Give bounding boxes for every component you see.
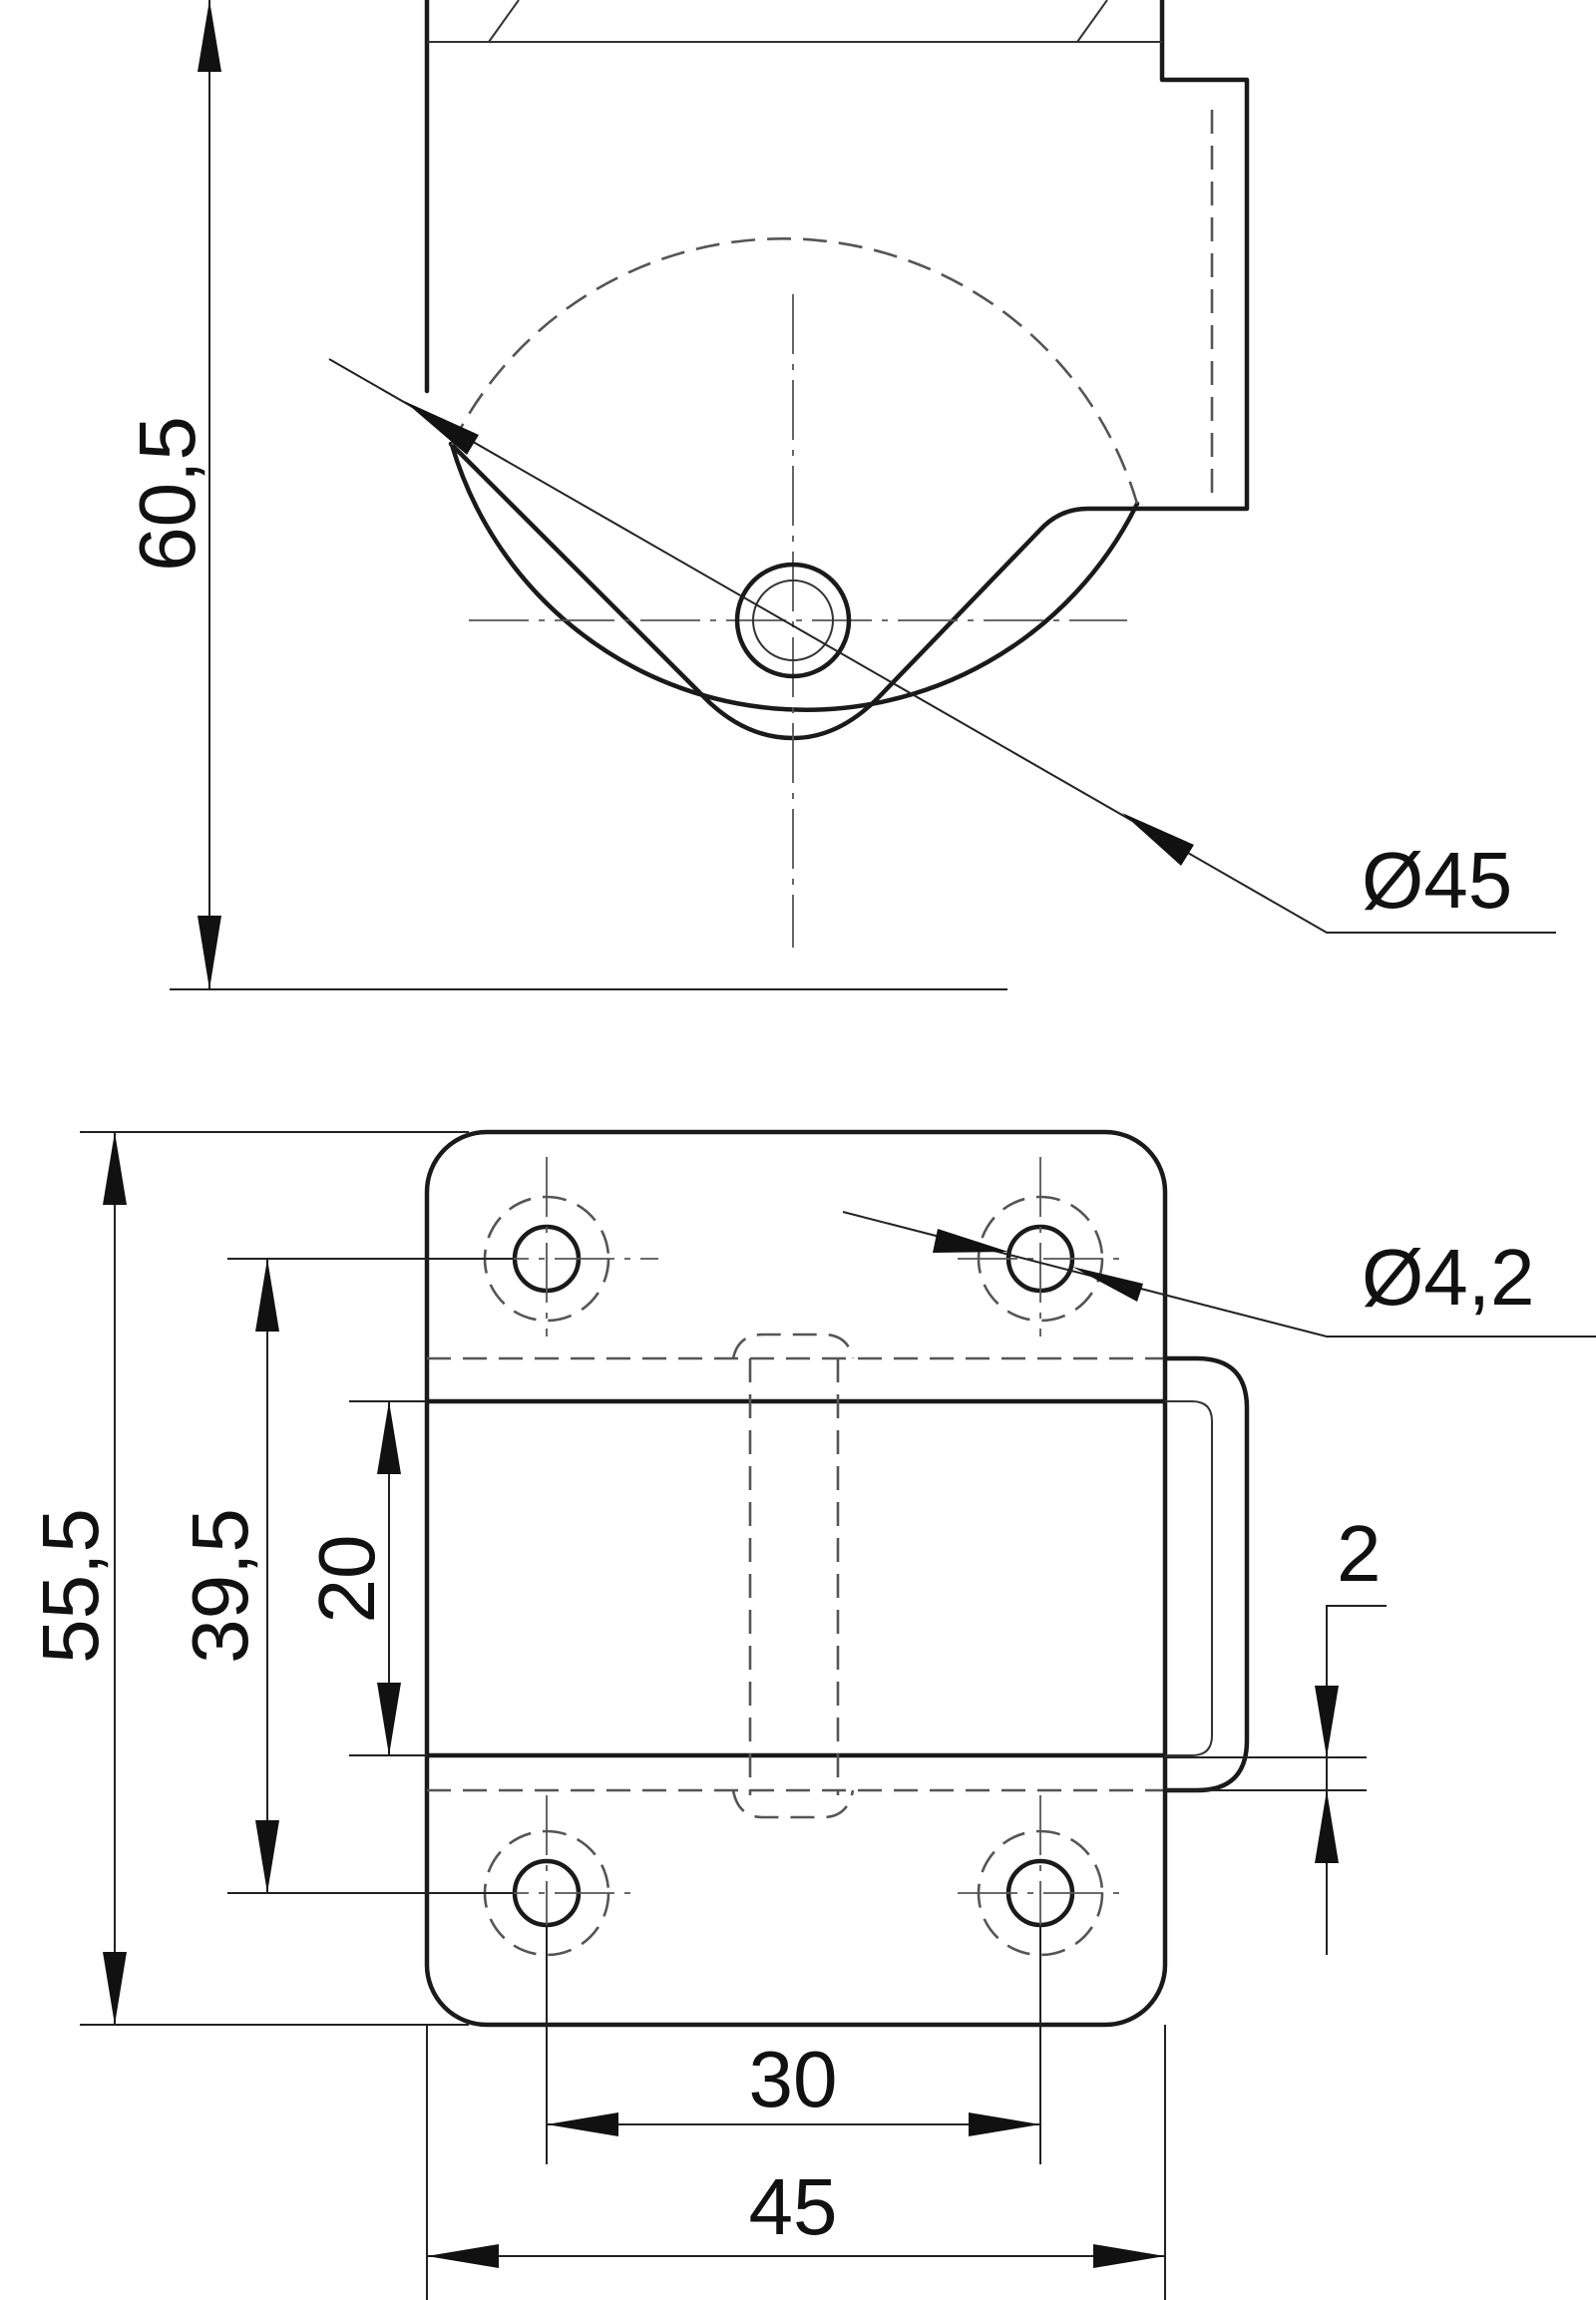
height-arrow-bottom [198, 916, 221, 989]
bracket-loop-inner [1165, 1400, 1213, 1756]
bracket-loop [1162, 1355, 1250, 1793]
diameter-arrow-lower [1122, 813, 1194, 866]
axle-outer [734, 562, 852, 679]
diameter-arrow-upper [404, 401, 479, 455]
hole-arrow-left [933, 1229, 1008, 1253]
hole-spacing-depth-label: 39,5 [176, 1508, 264, 1664]
bracket-outline [424, 0, 1250, 741]
wheel-width-label: 20 [302, 1535, 391, 1624]
hole-diameter-label: Ø4,2 [1362, 1233, 1534, 1322]
side-view: Ø45 60,5 [123, 0, 1556, 990]
thickness-leader [1326, 1605, 1387, 1955]
wheel-width-arrow-top [377, 1401, 401, 1474]
height-label: 60,5 [123, 416, 211, 572]
plate-thickness-label: 2 [1337, 1509, 1382, 1598]
spacing-arrow-top [255, 1259, 279, 1332]
spacing-width-arrow-right [969, 2112, 1040, 2136]
wheel-outline [449, 442, 1140, 712]
spacing-arrow-bottom [255, 1820, 279, 1893]
wheel-rect [424, 1398, 1168, 1758]
overall-width-arrow-left [427, 2244, 499, 2268]
hole-spacing-width-label: 30 [749, 2035, 838, 2123]
wheel-hidden-arc [450, 237, 1139, 505]
hole-diameter-leader [842, 1211, 1596, 1338]
top-view: Ø4,2 55,5 39,5 20 2 30 [26, 1129, 1596, 2300]
mounting-hole-bottom-left [469, 1795, 638, 1965]
wheel-diameter-label: Ø45 [1362, 836, 1512, 925]
hole-arrow-right [1072, 1267, 1143, 1302]
overall-width-label: 45 [749, 2162, 838, 2251]
thickness-arrow-bottom [1315, 1790, 1339, 1863]
mounting-hole-top-right [958, 1157, 1122, 1337]
spacing-width-arrow-left [547, 2112, 618, 2136]
overall-width-arrow-right [1093, 2244, 1165, 2268]
mounting-hole-top-left [469, 1157, 658, 1337]
height-arrow-top [198, 0, 221, 72]
hidden-slot [731, 1333, 855, 1819]
base-plate [424, 1129, 1168, 2028]
depth-arrow-top [103, 1132, 127, 1205]
depth-arrow-bottom [103, 1952, 127, 2025]
bracket-top-band [427, 0, 1162, 43]
diameter-leader [328, 358, 1556, 934]
wheel-width-arrow-bottom [377, 1683, 401, 1755]
thickness-arrow-top [1315, 1686, 1339, 1757]
axle-inner [752, 579, 834, 661]
overall-depth-label: 55,5 [26, 1508, 115, 1664]
